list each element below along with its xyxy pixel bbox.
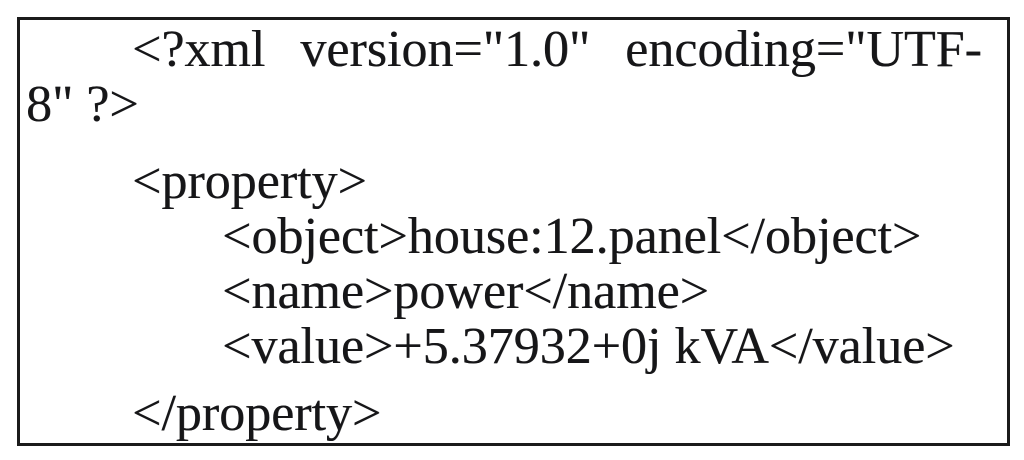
value-element-line: <value>+5.37932+0j kVA</value> [222, 318, 955, 375]
name-element-line: <name>power</name> [222, 263, 709, 320]
property-close-tag-line: </property> [132, 385, 382, 442]
property-open-tag-line: <property> [132, 153, 367, 210]
xml-declaration-line: <?xml version="1.0" encoding="UTF- [132, 21, 982, 78]
code-figure-box: <?xml version="1.0" encoding="UTF- 8" ?>… [17, 17, 1010, 446]
xml-declaration-wrap-line: 8" ?> [26, 76, 139, 133]
object-element-line: <object>house:12.panel</object> [222, 208, 922, 265]
